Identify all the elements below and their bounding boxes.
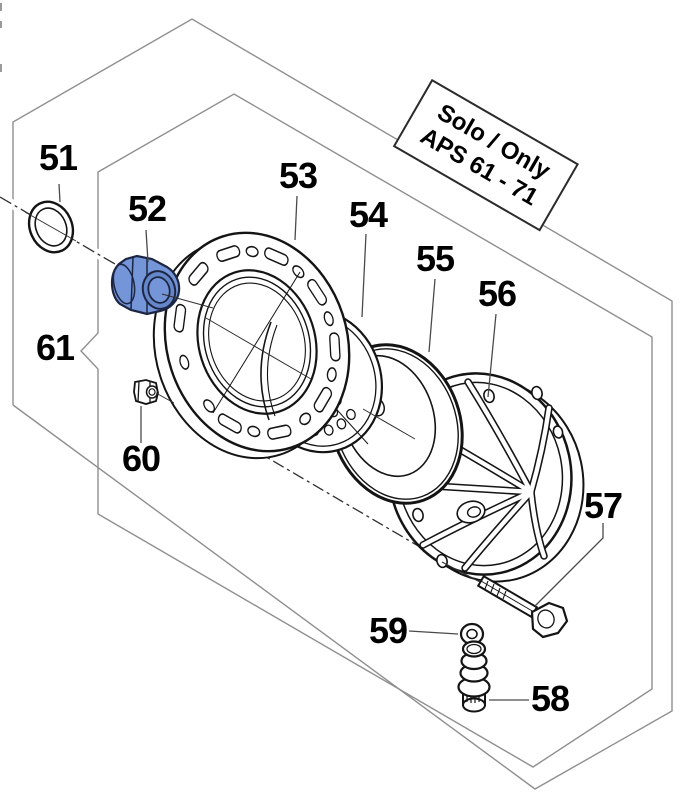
leader-57 xyxy=(534,523,604,607)
part-label-52: 52 xyxy=(127,188,167,229)
part-label-51: 51 xyxy=(38,137,78,178)
part-label-55: 55 xyxy=(415,238,455,279)
leader-55 xyxy=(428,278,436,353)
part-label-57: 57 xyxy=(583,485,623,526)
part-label-53: 53 xyxy=(278,155,318,196)
inner-frame xyxy=(80,93,653,768)
part-57-hex-bolt-drawing xyxy=(476,574,569,639)
part-label-60: 60 xyxy=(121,438,161,479)
leader-54 xyxy=(361,233,367,318)
leader-59 xyxy=(408,630,459,635)
leader-51 xyxy=(58,183,61,203)
part-label-61: 61 xyxy=(35,327,75,368)
part-label-54: 54 xyxy=(348,194,388,235)
flange-slots-and-holes xyxy=(173,245,341,440)
part-60-hex-nut-drawing xyxy=(133,379,159,405)
leader-56 xyxy=(487,313,497,398)
part-58-drain-valve-drawing xyxy=(457,640,491,713)
leader-lines xyxy=(58,183,604,701)
leader-53 xyxy=(294,195,298,241)
part-52-hose-fitting-drawing xyxy=(110,254,181,316)
part-label-56: 56 xyxy=(477,273,517,314)
part-label-59: 59 xyxy=(368,610,408,651)
outer-frame xyxy=(12,18,673,790)
centerline-overlays xyxy=(24,211,481,583)
part-label-58: 58 xyxy=(530,678,570,719)
part-53-flange-ring-drawing xyxy=(152,231,351,460)
leader-52 xyxy=(145,229,149,263)
